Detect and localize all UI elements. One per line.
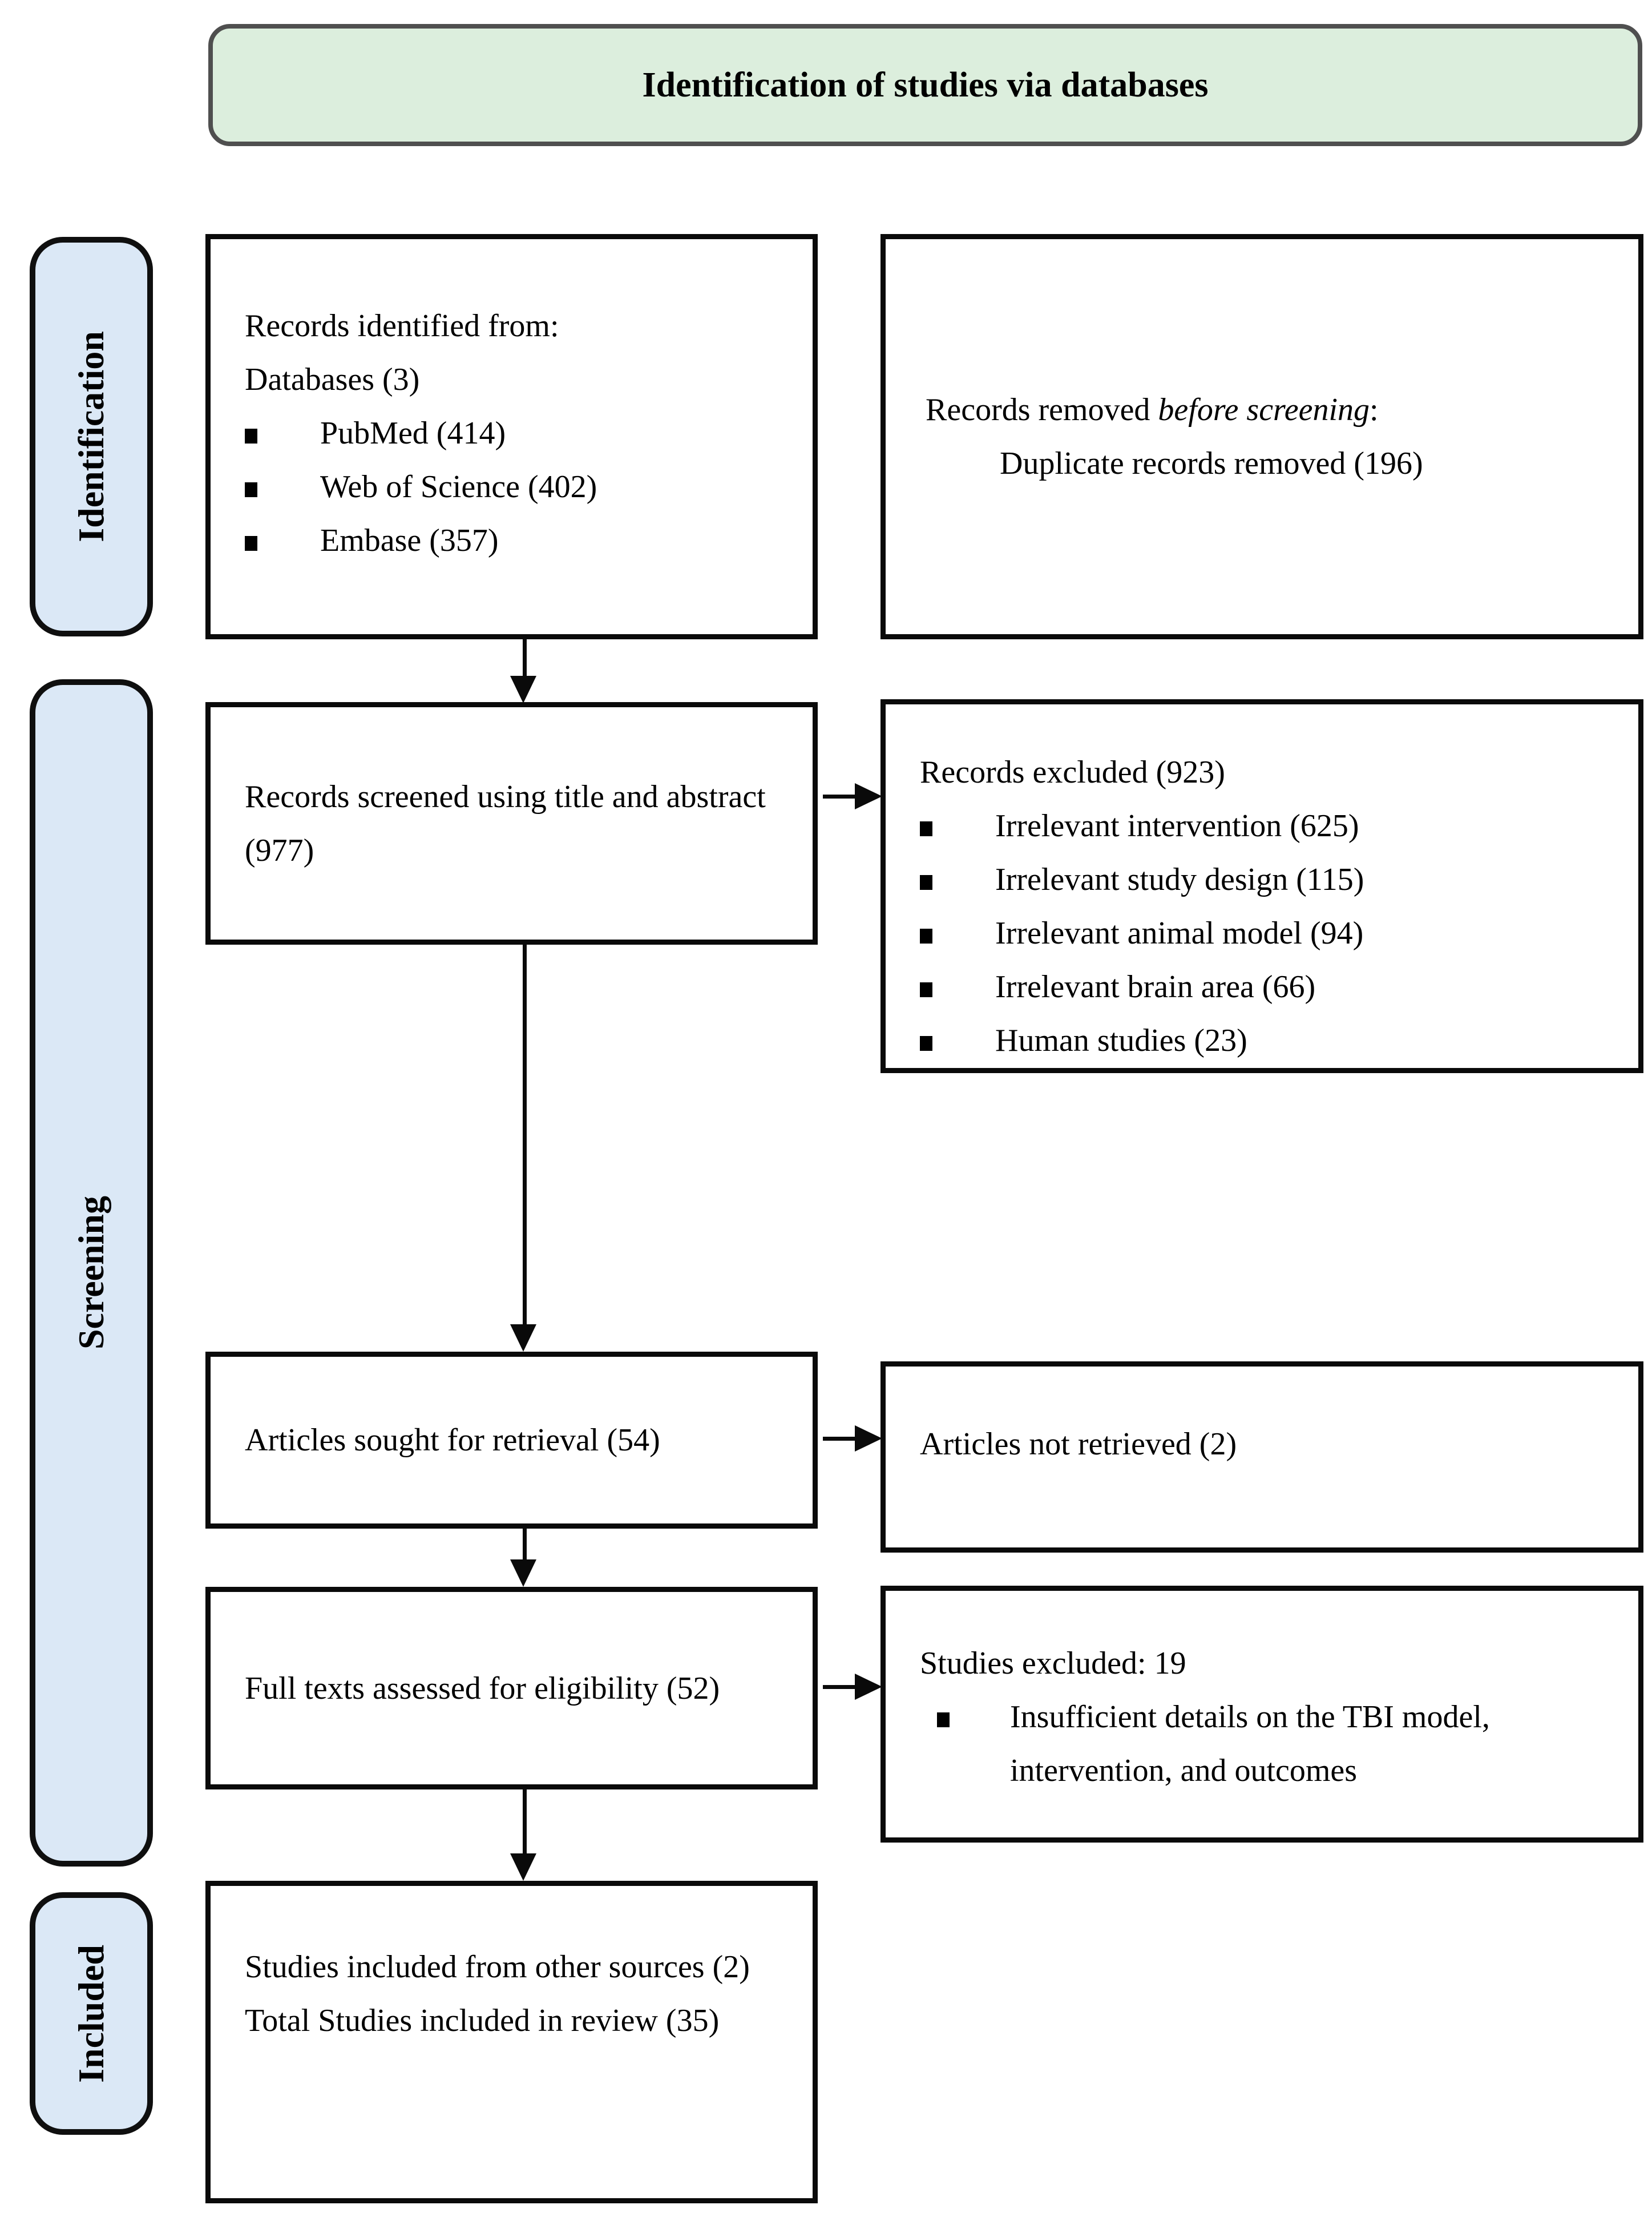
box-studies-included: Studies included from other sources (2) … bbox=[205, 1881, 818, 2203]
box-full-texts-assessed: Full texts assessed for eligibility (52) bbox=[205, 1587, 818, 1789]
box-records-identified: Records identified from: Databases (3) P… bbox=[205, 234, 818, 639]
arrowhead-right-icon bbox=[855, 1425, 882, 1452]
box-studies-excluded: Studies excluded: 19 Insufficient detail… bbox=[880, 1586, 1643, 1843]
square-bullet-icon bbox=[920, 1690, 1010, 1744]
square-bullet-icon bbox=[920, 853, 995, 906]
list-item: Human studies (23) bbox=[920, 1014, 1627, 1067]
records-screened-text: Records screened using title and abstrac… bbox=[245, 779, 766, 868]
list-item: Embase (357) bbox=[245, 514, 795, 567]
list-item: Insufficient details on the TBI model, i… bbox=[920, 1690, 1627, 1797]
arrow-screened-to-sought bbox=[523, 945, 527, 1325]
square-bullet-icon bbox=[245, 406, 320, 460]
arrowhead-right-icon bbox=[855, 1674, 882, 1700]
box-records-screened: Records screened using title and abstrac… bbox=[205, 702, 818, 945]
phase-included: Included bbox=[30, 1892, 153, 2135]
square-bullet-icon bbox=[920, 960, 995, 1014]
excluded-irrelevant-animal-model: Irrelevant animal model (94) bbox=[995, 916, 1364, 951]
arrow-fulltexts-to-included bbox=[523, 1789, 527, 1855]
studies-excluded-heading: Studies excluded: 19 bbox=[920, 1646, 1186, 1681]
arrow-screened-to-excluded bbox=[823, 795, 856, 799]
list-item: Irrelevant animal model (94) bbox=[920, 906, 1627, 960]
full-texts-assessed-text: Full texts assessed for eligibility (52) bbox=[245, 1670, 720, 1706]
studies-included-line2: Total Studies included in review (35) bbox=[245, 2003, 720, 2038]
database-pubmed: PubMed (414) bbox=[320, 416, 506, 451]
box-records-excluded: Records excluded (923) Irrelevant interv… bbox=[880, 699, 1643, 1073]
phase-screening-label: Screening bbox=[71, 1196, 111, 1350]
box-articles-not-retrieved: Articles not retrieved (2) bbox=[880, 1361, 1643, 1553]
articles-sought-text: Articles sought for retrieval (54) bbox=[245, 1422, 660, 1458]
records-identified-line1: Records identified from: bbox=[245, 308, 559, 344]
arrowhead-down-icon bbox=[510, 1324, 536, 1352]
square-bullet-icon bbox=[920, 1014, 995, 1067]
square-bullet-icon bbox=[245, 514, 320, 567]
excluded-irrelevant-brain-area: Irrelevant brain area (66) bbox=[995, 969, 1316, 1005]
list-item: Irrelevant intervention (625) bbox=[920, 799, 1627, 853]
arrow-identified-to-screened bbox=[523, 639, 527, 678]
arrow-fulltexts-to-studies-excluded bbox=[823, 1685, 856, 1689]
list-item: Irrelevant study design (115) bbox=[920, 853, 1627, 906]
phase-identification: Identification bbox=[30, 237, 153, 636]
square-bullet-icon bbox=[920, 799, 995, 853]
arrowhead-right-icon bbox=[855, 783, 882, 809]
records-removed-line1: Records removed before screening: bbox=[926, 392, 1379, 428]
records-identified-line2: Databases (3) bbox=[245, 362, 420, 397]
records-removed-line2: Duplicate records removed (196) bbox=[1000, 446, 1423, 481]
square-bullet-icon bbox=[245, 460, 320, 514]
studies-included-line1: Studies included from other sources (2) bbox=[245, 1949, 750, 1985]
arrowhead-down-icon bbox=[510, 676, 536, 703]
box-records-removed: Records removed before screening: Duplic… bbox=[880, 234, 1643, 639]
database-web-of-science: Web of Science (402) bbox=[320, 469, 597, 505]
phase-included-label: Included bbox=[71, 1944, 111, 2083]
excluded-human-studies: Human studies (23) bbox=[995, 1023, 1247, 1058]
records-excluded-heading: Records excluded (923) bbox=[920, 755, 1225, 790]
arrow-sought-to-fulltexts bbox=[523, 1529, 527, 1562]
square-bullet-icon bbox=[920, 906, 995, 960]
arrow-sought-to-not-retrieved bbox=[823, 1437, 856, 1441]
arrowhead-down-icon bbox=[510, 1853, 536, 1881]
excluded-irrelevant-study-design: Irrelevant study design (115) bbox=[995, 862, 1364, 897]
diagram-title: Identification of studies via databases bbox=[642, 65, 1209, 104]
arrowhead-down-icon bbox=[510, 1559, 536, 1587]
box-articles-sought: Articles sought for retrieval (54) bbox=[205, 1352, 818, 1529]
phase-screening: Screening bbox=[30, 679, 153, 1867]
list-item: Irrelevant brain area (66) bbox=[920, 960, 1627, 1014]
list-item: PubMed (414) bbox=[245, 406, 795, 460]
database-embase: Embase (357) bbox=[320, 523, 499, 558]
studies-excluded-reason: Insufficient details on the TBI model, i… bbox=[1010, 1699, 1490, 1788]
phase-identification-label: Identification bbox=[71, 331, 111, 542]
excluded-irrelevant-intervention: Irrelevant intervention (625) bbox=[995, 808, 1359, 844]
diagram-title-banner: Identification of studies via databases bbox=[208, 24, 1642, 146]
articles-not-retrieved-text: Articles not retrieved (2) bbox=[920, 1426, 1237, 1462]
list-item: Web of Science (402) bbox=[245, 460, 795, 514]
